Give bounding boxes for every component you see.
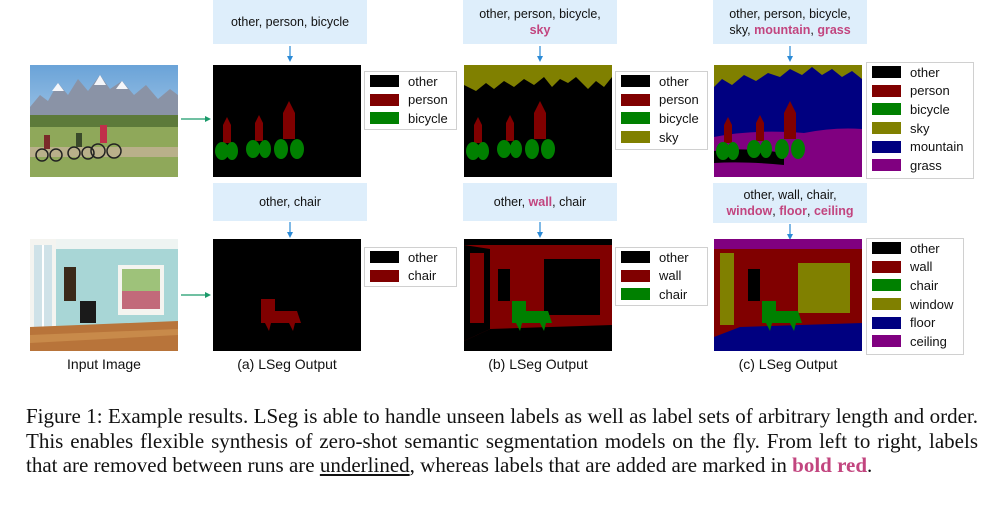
legend-item: sky bbox=[867, 119, 973, 138]
legend-a-row2: other chair bbox=[364, 247, 457, 287]
legend-a-row1: other person bicycle bbox=[364, 71, 457, 130]
segmentation-output-a-row2 bbox=[213, 239, 361, 351]
segmentation-output-c-row1 bbox=[714, 65, 862, 177]
legend-item: chair bbox=[616, 285, 707, 304]
added-label: sky bbox=[529, 23, 551, 37]
arrow-down-icon bbox=[537, 46, 543, 62]
legend-item: person bbox=[365, 91, 456, 110]
arrow-down-icon bbox=[787, 46, 793, 62]
legend-item: bicycle bbox=[867, 100, 973, 119]
prompt-text: other, person, bicycle bbox=[230, 15, 350, 29]
underlined-word: underlined bbox=[319, 453, 410, 477]
legend-item: floor bbox=[867, 313, 963, 332]
legend-item: chair bbox=[867, 276, 963, 295]
prompt-text: other, person, bicycle, bbox=[729, 7, 851, 21]
legend-item: other bbox=[365, 72, 456, 91]
legend-c-row2: other wall chair window floor ceiling bbox=[866, 238, 964, 355]
prompt-text-line2: sky, mountain, grass bbox=[729, 23, 851, 37]
legend-item: mountain bbox=[867, 137, 973, 156]
legend-item: person bbox=[616, 91, 707, 110]
arrow-down-icon bbox=[287, 46, 293, 62]
caption-b: (b) LSeg Output bbox=[488, 356, 588, 372]
label-prompt-b-row2: other, wall, chair bbox=[463, 183, 617, 221]
legend-item: chair bbox=[365, 267, 456, 286]
segmentation-output-b-row1 bbox=[464, 65, 612, 177]
arrow-right-icon bbox=[181, 292, 211, 298]
legend-item: other bbox=[867, 63, 973, 82]
input-image-cyclists bbox=[30, 65, 178, 177]
legend-item: bicycle bbox=[616, 109, 707, 128]
label-prompt-c-row1: other, person, bicycle, sky, mountain, g… bbox=[713, 0, 867, 44]
arrow-down-icon bbox=[537, 222, 543, 238]
legend-item: other bbox=[365, 248, 456, 267]
prompt-text: other, person, bicycle, bbox=[479, 7, 601, 21]
arrow-down-icon bbox=[287, 222, 293, 238]
legend-item: sky bbox=[616, 128, 707, 147]
legend-item: person bbox=[867, 82, 973, 101]
legend-item: grass bbox=[867, 156, 973, 175]
figure-caption: Figure 1: Example results. LSeg is able … bbox=[26, 404, 978, 477]
prompt-text-line2: window, floor, ceiling bbox=[726, 204, 854, 218]
caption-input-image: Input Image bbox=[67, 356, 141, 372]
arrow-down-icon bbox=[787, 224, 793, 240]
legend-b-row2: other wall chair bbox=[615, 247, 708, 306]
caption-c: (c) LSeg Output bbox=[738, 356, 838, 372]
prompt-text: other, wall, chair, bbox=[743, 188, 837, 202]
legend-item: other bbox=[867, 239, 963, 258]
legend-item: other bbox=[616, 248, 707, 267]
legend-item: other bbox=[616, 72, 707, 91]
caption-a: (a) LSeg Output bbox=[237, 356, 337, 372]
legend-c-row1: other person bicycle sky mountain grass bbox=[866, 62, 974, 179]
segmentation-output-a-row1 bbox=[213, 65, 361, 177]
arrow-right-icon bbox=[181, 116, 211, 122]
legend-item: window bbox=[867, 295, 963, 314]
bold-red-word: bold red bbox=[792, 453, 868, 477]
legend-b-row1: other person bicycle sky bbox=[615, 71, 708, 150]
prompt-text: other, chair bbox=[259, 195, 321, 209]
legend-item: bicycle bbox=[365, 109, 456, 128]
label-prompt-c-row2: other, wall, chair, window, floor, ceili… bbox=[713, 183, 867, 223]
legend-item: wall bbox=[867, 258, 963, 277]
legend-item: ceiling bbox=[867, 332, 963, 351]
input-image-room bbox=[30, 239, 178, 351]
label-prompt-a-row2: other, chair bbox=[213, 183, 367, 221]
label-prompt-a-row1: other, person, bicycle bbox=[213, 0, 367, 44]
segmentation-output-b-row2 bbox=[464, 239, 612, 351]
legend-item: wall bbox=[616, 267, 707, 286]
prompt-text: other, wall, chair bbox=[493, 195, 587, 209]
label-prompt-b-row1: other, person, bicycle, sky bbox=[463, 0, 617, 44]
segmentation-output-c-row2 bbox=[714, 239, 862, 351]
